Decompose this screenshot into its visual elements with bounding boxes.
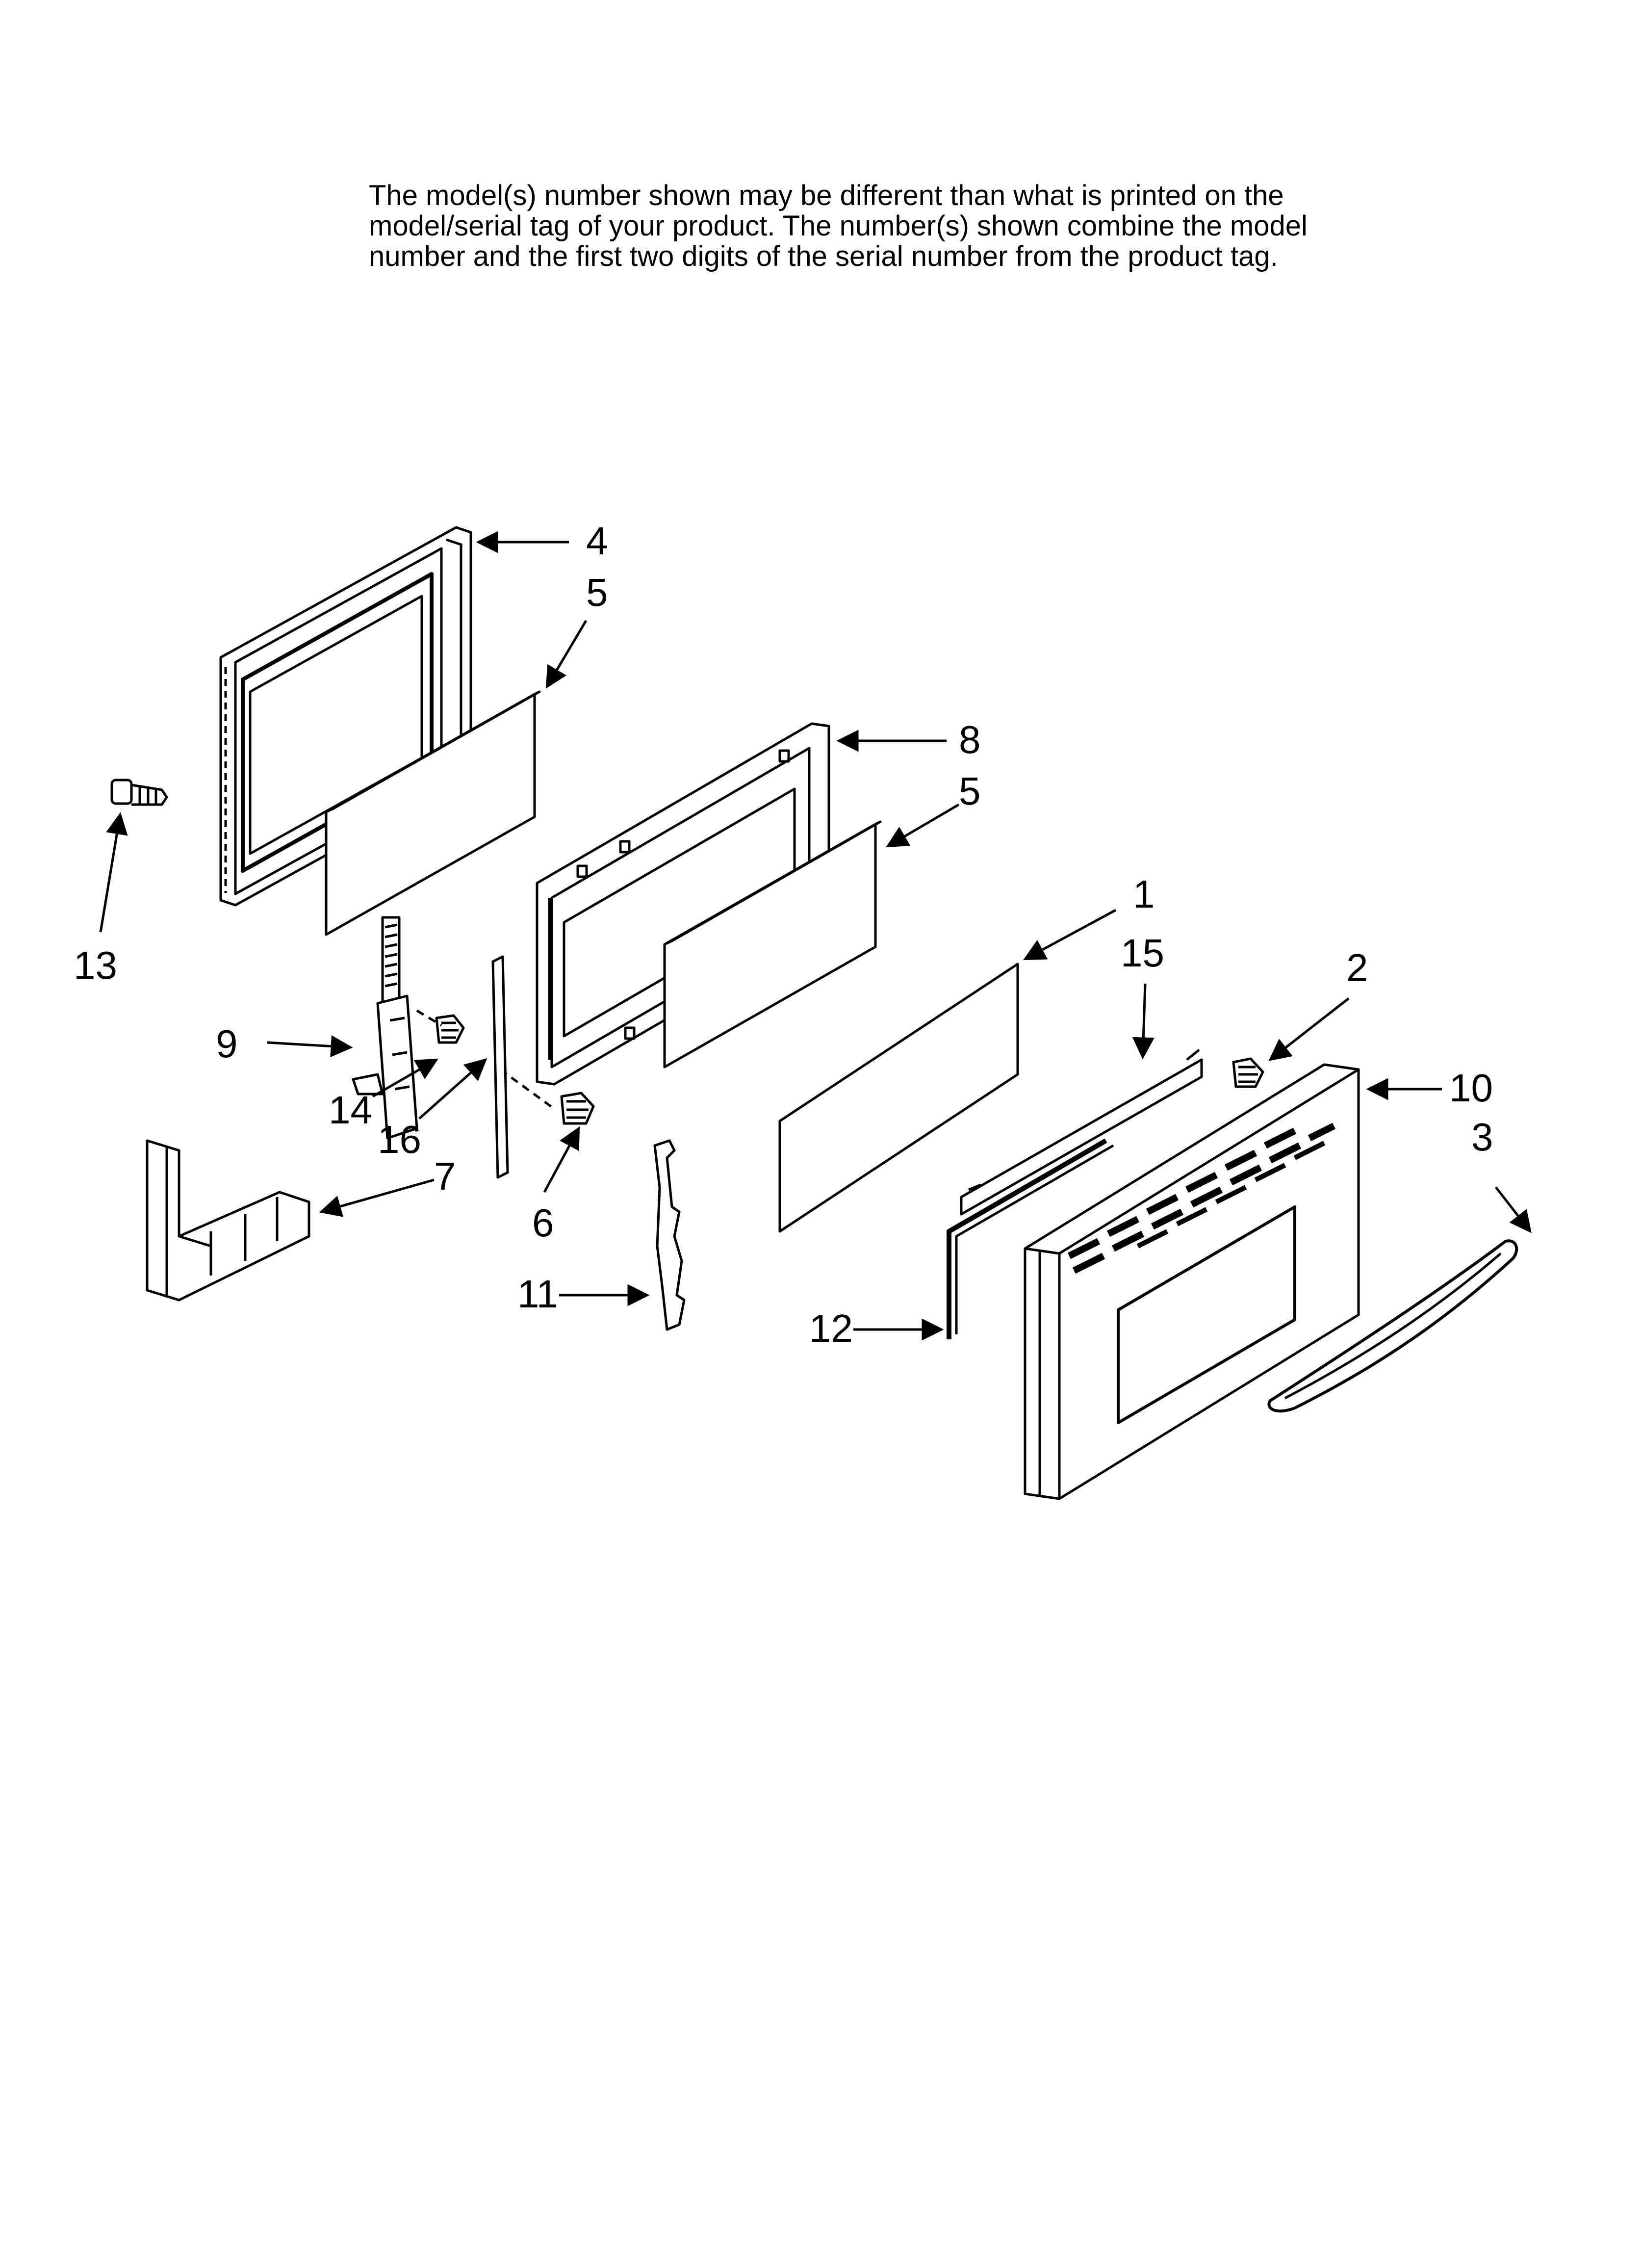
callout-8: 8 <box>959 718 981 761</box>
part-6-screw <box>560 1092 595 1125</box>
callout-11: 11 <box>517 1272 558 1316</box>
callout-15: 15 <box>1121 931 1164 975</box>
callout-14: 14 <box>329 1088 372 1132</box>
part-16-strip <box>491 955 509 1179</box>
callout-4: 4 <box>586 519 608 563</box>
part-11-bracket <box>653 1139 686 1331</box>
callout-labels: 4 5 8 5 1 15 2 10 3 13 9 14 16 7 6 11 12 <box>74 519 1493 1350</box>
leader-arrows <box>99 531 1532 1341</box>
part-13-screw <box>110 779 168 806</box>
part-2-screw <box>1232 1057 1264 1088</box>
callout-9: 9 <box>216 1022 238 1066</box>
callout-6: 6 <box>532 1201 554 1245</box>
callout-2: 2 <box>1346 946 1368 990</box>
part-14-screw <box>435 1014 465 1044</box>
part-1-glass <box>778 963 1019 1233</box>
note-line-3: number and the first two digits of the s… <box>369 240 1278 272</box>
part-7-door-trim <box>146 1139 310 1302</box>
callout-12: 12 <box>809 1306 853 1350</box>
disclaimer-note: The model(s) number shown may be differe… <box>369 181 1350 272</box>
callout-10: 10 <box>1449 1066 1493 1110</box>
callout-1: 1 <box>1133 872 1155 916</box>
note-line-2: model/serial tag of your product. The nu… <box>369 210 1308 242</box>
callout-5-lower: 5 <box>959 769 981 813</box>
part-5-glass-panel-upper <box>325 690 541 936</box>
part-12-gasket <box>947 1138 1114 1339</box>
part-10-outer-door-panel <box>1024 1063 1360 1500</box>
part-3-handle <box>1267 1239 1518 1413</box>
callout-5-upper: 5 <box>586 571 608 614</box>
part-5-glass-panel-lower <box>663 820 882 1069</box>
callout-16: 16 <box>378 1118 421 1161</box>
callout-3: 3 <box>1471 1115 1493 1159</box>
callout-13: 13 <box>74 943 117 987</box>
callout-7: 7 <box>434 1154 456 1198</box>
part-15-vent-strip <box>960 1049 1203 1216</box>
part-9-hinge <box>352 916 418 1140</box>
note-line-1: The model(s) number shown may be differe… <box>369 180 1284 211</box>
